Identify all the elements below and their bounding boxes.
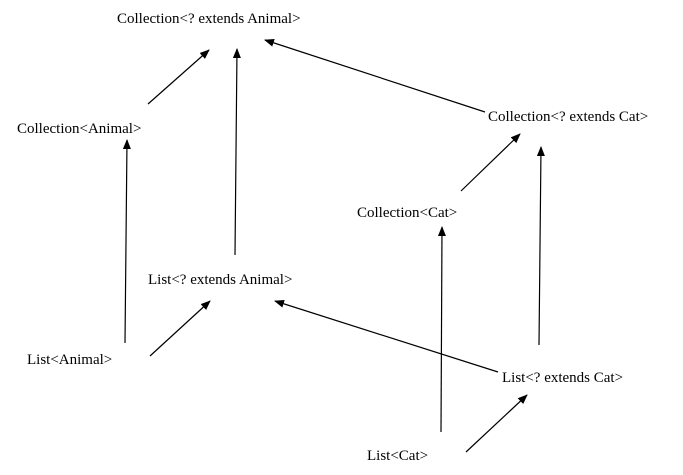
node-list-animal: List<Animal> xyxy=(27,352,113,368)
edge-list-cat-to-collection-cat xyxy=(437,226,446,433)
edge-collection-animal-to-collection-extends-animal xyxy=(147,49,210,105)
edge-list-extends-cat-to-collection-extends-cat xyxy=(536,146,545,346)
edge-list-animal-to-list-extends-animal xyxy=(149,300,211,357)
edge-list-cat-to-list-extends-cat xyxy=(465,394,528,453)
node-collection-extends-cat: Collection<? extends Cat> xyxy=(488,109,649,125)
edge-list-extends-animal-to-collection-extends-animal xyxy=(232,48,241,256)
node-list-extends-cat: List<? extends Cat> xyxy=(502,370,624,386)
node-collection-extends-animal: Collection<? extends Animal> xyxy=(117,11,301,27)
edge-collection-extends-cat-to-collection-extends-animal xyxy=(264,38,486,113)
node-list-cat: List<Cat> xyxy=(367,448,429,464)
node-list-extends-animal: List<? extends Animal> xyxy=(148,272,293,288)
node-collection-cat: Collection<Cat> xyxy=(357,205,458,221)
edge-list-extends-cat-to-list-extends-animal xyxy=(274,299,499,373)
node-collection-animal: Collection<Animal> xyxy=(17,121,142,137)
edge-list-animal-to-collection-animal xyxy=(122,139,131,344)
edge-collection-cat-to-collection-extends-cat xyxy=(460,133,521,192)
